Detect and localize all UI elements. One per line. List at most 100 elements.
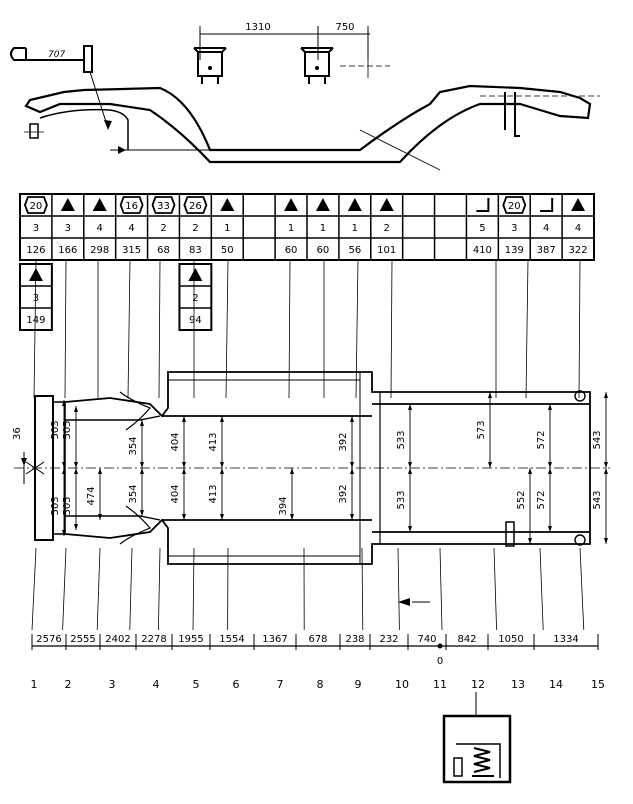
bottom-dim-2555: 2555	[70, 634, 95, 645]
extra-count-cell: 2	[192, 293, 198, 304]
point-number-3: 3	[109, 678, 116, 691]
dim-1310: 1310	[245, 22, 270, 33]
bottom-dim-2576: 2576	[36, 634, 61, 645]
bottom-dim-1367: 1367	[262, 634, 287, 645]
table-value-cell: 298	[90, 245, 109, 256]
table-count-cell: 2	[160, 223, 166, 234]
dim-36: 36	[12, 427, 23, 440]
point-number-11: 11	[433, 678, 447, 691]
dim-354: 354	[128, 436, 139, 455]
triangle-symbol-icon	[348, 198, 362, 211]
point-number-13: 13	[511, 678, 525, 691]
bottom-dim-238: 238	[345, 634, 364, 645]
dim-404: 404	[170, 484, 181, 503]
point-number-15: 15	[591, 678, 605, 691]
dim-552: 552	[516, 490, 527, 509]
bracket-symbol-icon	[476, 198, 488, 211]
point-number-4: 4	[153, 678, 160, 691]
table-value-cell: 126	[26, 245, 45, 256]
triangle-symbol-icon	[571, 198, 585, 211]
point-number-6: 6	[233, 678, 240, 691]
table-count-cell: 3	[33, 223, 39, 234]
bottom-dim-2278: 2278	[141, 634, 166, 645]
extra-value-cell: 94	[189, 315, 202, 326]
table-count-cell: 4	[97, 223, 103, 234]
side-view-frame	[24, 86, 600, 170]
bracket-right	[301, 48, 390, 84]
table-value-cell: 101	[377, 245, 396, 256]
triangle-symbol-icon	[316, 198, 330, 211]
table-value-cell: 68	[157, 245, 170, 256]
dim-413: 413	[208, 432, 219, 451]
dim-505: 505	[62, 420, 73, 439]
table-value-cell: 50	[221, 245, 234, 256]
table-hex-label: 20	[508, 201, 521, 212]
datum-point-icon	[438, 644, 443, 649]
dim-543: 543	[592, 490, 603, 509]
table-value-cell: 60	[317, 245, 330, 256]
bottom-dim-740: 740	[417, 634, 436, 645]
dim-505: 505	[62, 496, 73, 515]
dim-503: 503	[50, 420, 61, 439]
table-value-cell: 410	[473, 245, 492, 256]
dim-392: 392	[338, 484, 349, 503]
extra-value-cell: 149	[26, 315, 45, 326]
table-value-cell: 322	[569, 245, 588, 256]
table-value-cell: 139	[505, 245, 524, 256]
table-value-cell: 83	[189, 245, 202, 256]
dim-503: 503	[50, 496, 61, 515]
dim-572: 572	[536, 490, 547, 509]
triangle-symbol-icon	[284, 198, 298, 211]
table-count-cell: 3	[65, 223, 71, 234]
datum-zero-label: 0	[437, 656, 443, 667]
table-hex-label: 33	[157, 201, 170, 212]
point-number-7: 7	[277, 678, 284, 691]
leader-lines	[32, 260, 584, 630]
table-value-cell: 387	[537, 245, 556, 256]
point-number-12: 12	[471, 678, 485, 691]
point-number-14: 14	[549, 678, 563, 691]
dim-572: 572	[536, 430, 547, 449]
table-count-cell: 5	[479, 223, 485, 234]
dim-404: 404	[170, 432, 181, 451]
bottom-dim-1554: 1554	[219, 634, 244, 645]
table-count-cell: 3	[511, 223, 517, 234]
bottom-dim-2402: 2402	[105, 634, 130, 645]
triangle-symbol-icon	[93, 198, 107, 211]
table-hex-label: 20	[30, 201, 43, 212]
dim-392: 392	[338, 432, 349, 451]
dim-573: 573	[476, 420, 487, 439]
top-dimension-group: 1310 750	[200, 22, 370, 60]
bracket-symbol-icon	[540, 198, 552, 211]
point-number-5: 5	[193, 678, 200, 691]
dim-533: 533	[396, 430, 407, 449]
table-count-cell: 2	[192, 223, 198, 234]
triangle-symbol-icon	[220, 198, 234, 211]
table-count-cell: 1	[352, 223, 358, 234]
table-value-cell: 56	[348, 245, 361, 256]
table-count-cell: 4	[575, 223, 581, 234]
table-hex-label: 16	[125, 201, 138, 212]
dim-543: 543	[592, 430, 603, 449]
bracket-left	[194, 48, 226, 84]
label-707: 707	[48, 50, 65, 60]
table-count-cell: 1	[224, 223, 230, 234]
table-count-cell: 1	[320, 223, 326, 234]
table-count-cell: 4	[128, 223, 134, 234]
triangle-symbol-icon	[380, 198, 394, 211]
bottom-dim-1050: 1050	[498, 634, 523, 645]
table-value-cell: 60	[285, 245, 298, 256]
triangle-symbol-icon	[61, 198, 75, 211]
dim-533: 533	[396, 490, 407, 509]
dim-750: 750	[335, 22, 354, 33]
point-number-2: 2	[65, 678, 72, 691]
table-value-cell: 166	[58, 245, 77, 256]
point-number-9: 9	[355, 678, 362, 691]
table-hex-label: 26	[189, 201, 202, 212]
bottom-dim-678: 678	[308, 634, 327, 645]
table-count-cell: 2	[384, 223, 390, 234]
